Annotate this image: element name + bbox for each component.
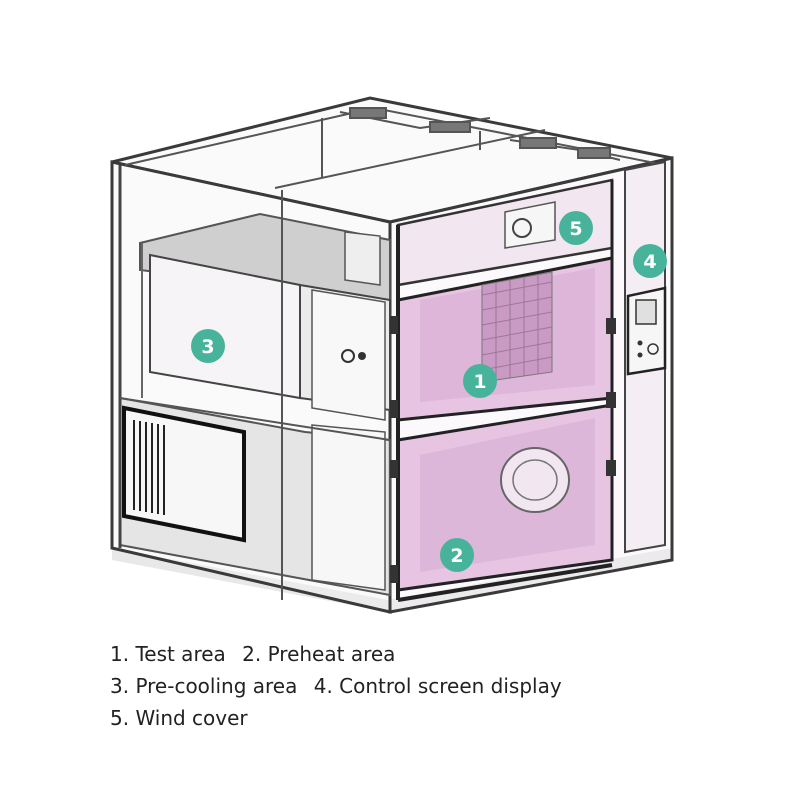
pre-cooling-section (118, 165, 391, 600)
marker-5: 5 (559, 211, 593, 245)
legend-item-test-area: 1. Test area (110, 642, 226, 666)
mesh-pattern (481, 275, 553, 380)
svg-text:1: 1 (473, 371, 486, 393)
legend-line-2: 3. Pre-cooling area 4. Control screen di… (110, 670, 770, 702)
marker-3: 3 (191, 329, 225, 363)
legend-line-3: 5. Wind cover (110, 702, 770, 734)
svg-text:2: 2 (450, 545, 463, 567)
svg-text:5: 5 (569, 218, 582, 240)
legend-line-1: 1. Test area 2. Preheat area (110, 638, 770, 670)
equipment-diagram: 1 2 3 4 5 (110, 96, 674, 614)
marker-2: 2 (440, 538, 474, 572)
svg-text:3: 3 (201, 336, 214, 358)
marker-4: 4 (633, 244, 667, 278)
legend: 1. Test area 2. Preheat area 3. Pre-cool… (110, 638, 770, 734)
top-frame (124, 107, 656, 189)
marker-1: 1 (463, 364, 497, 398)
legend-item-control-screen: 4. Control screen display (313, 674, 562, 698)
legend-item-pre-cooling-area: 3. Pre-cooling area (110, 674, 298, 698)
svg-text:4: 4 (643, 251, 656, 273)
condenser-grille (133, 420, 165, 515)
legend-item-wind-cover: 5. Wind cover (110, 706, 248, 730)
legend-item-preheat-area: 2. Preheat area (242, 642, 396, 666)
